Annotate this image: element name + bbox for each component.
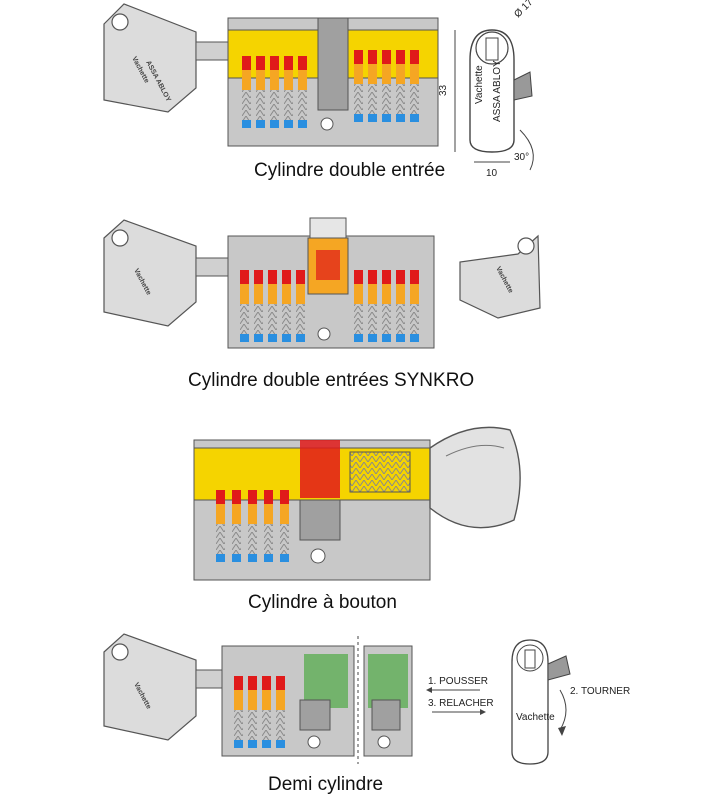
plug-right [347, 29, 439, 79]
profile-brand: Vachette [474, 65, 485, 104]
knob-spring [349, 451, 411, 493]
caption-knob: Cylindre à bouton [248, 592, 397, 613]
cylinder-profile: Vachette ASSA ABLOY 33 10 Ø 17 30° [438, 0, 536, 179]
key-left: Vachette [103, 219, 237, 327]
clutch [300, 440, 340, 498]
dim-width: 10 [486, 168, 498, 179]
green-driver [304, 654, 348, 708]
caption-double-entry: Cylindre double entrée [254, 160, 445, 181]
cam [299, 699, 331, 731]
fixing-hole [317, 327, 331, 341]
cam-top [309, 217, 347, 239]
double-entry-cylinder: Vachette ASSA ABLOY Vachette [103, 0, 536, 181]
knob [429, 426, 521, 529]
knob-cylinder: Cylindre à bouton [193, 426, 521, 613]
key-right: Vachette [459, 234, 541, 319]
instructions: 1. POUSSER 3. RELACHER [426, 676, 494, 715]
caption-synkro: Cylindre double entrées SYNKRO [188, 370, 474, 391]
key-left: Vachette ASSA ABLOY [103, 3, 243, 113]
cam [317, 17, 349, 111]
instruction-release: 3. RELACHER [428, 698, 494, 709]
caption-half: Demi cylindre [268, 774, 383, 795]
fixing-hole [310, 548, 326, 564]
profile-group: ASSA ABLOY [492, 60, 503, 122]
dim-height: 33 [438, 84, 449, 96]
cam [299, 499, 341, 541]
half-cylinder-profile: Vachette 2. TOURNER [511, 639, 630, 765]
instruction-turn: 2. TOURNER [570, 686, 630, 697]
profile-brand: Vachette [516, 712, 555, 723]
fixing-hole [307, 735, 321, 749]
synkro-cylinder: Vachette Vachette Cylindre double entrée… [103, 217, 541, 391]
fixing-hole [320, 117, 334, 131]
instruction-push: 1. POUSSER [428, 676, 488, 687]
half-cylinder: Vachette 1. POUSSER 3. RELACHER [103, 633, 630, 795]
key-left: Vachette [103, 633, 233, 741]
dim-diameter: Ø 17 [512, 0, 535, 20]
dim-angle: 30° [514, 152, 529, 163]
